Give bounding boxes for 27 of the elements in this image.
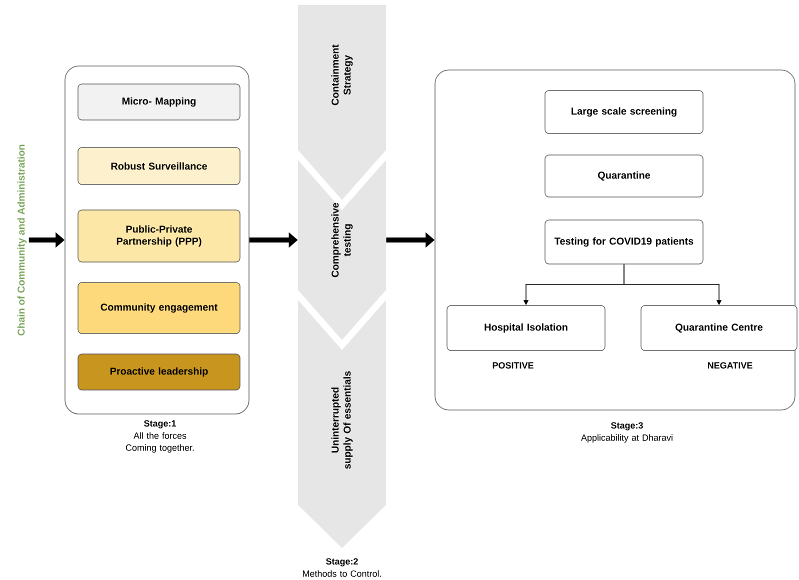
node-label: Containment Strategy <box>331 44 353 106</box>
process-box: Large scale screening <box>544 90 704 134</box>
result-label: NEGATIVE <box>708 362 752 369</box>
process-box: Quarantine Centre <box>640 305 798 351</box>
result-label: POSITIVE <box>492 362 534 369</box>
stage-caption: Stage:2 <box>326 558 358 566</box>
stage-caption: Methods to Control. <box>302 570 381 577</box>
node-label: Uninterrupted supply Of essentials <box>331 371 353 469</box>
stage-band: Containment Strategy <box>298 5 386 200</box>
vertical-label: Chain of Community and Administration <box>17 144 27 336</box>
process-box: Testing for COVID19 patients <box>544 220 704 264</box>
process-box: Micro- Mapping <box>78 84 240 120</box>
stage-band: Comprehensive testing <box>298 160 386 340</box>
stage-caption: Applicability at Dharavi <box>581 434 672 443</box>
process-box: Public-Private Partnership (PPP) <box>78 210 240 262</box>
process-box: Hospital Isolation <box>446 305 606 351</box>
process-box: Community engagement <box>78 282 240 334</box>
stage-caption: Stage:1 <box>144 420 176 428</box>
process-box: Quarantine <box>544 154 704 198</box>
stage-band: Uninterrupted supply Of essentials <box>298 300 386 548</box>
process-box: Proactive leadership <box>78 354 240 390</box>
node-label: Comprehensive testing <box>331 202 353 278</box>
stage-panel <box>434 70 796 410</box>
stage-caption: All the forces Coming together. <box>126 432 194 453</box>
stage-caption: Stage:3 <box>611 422 643 430</box>
stage-panel <box>64 66 250 414</box>
process-box: Robust Surveillance <box>78 147 240 185</box>
